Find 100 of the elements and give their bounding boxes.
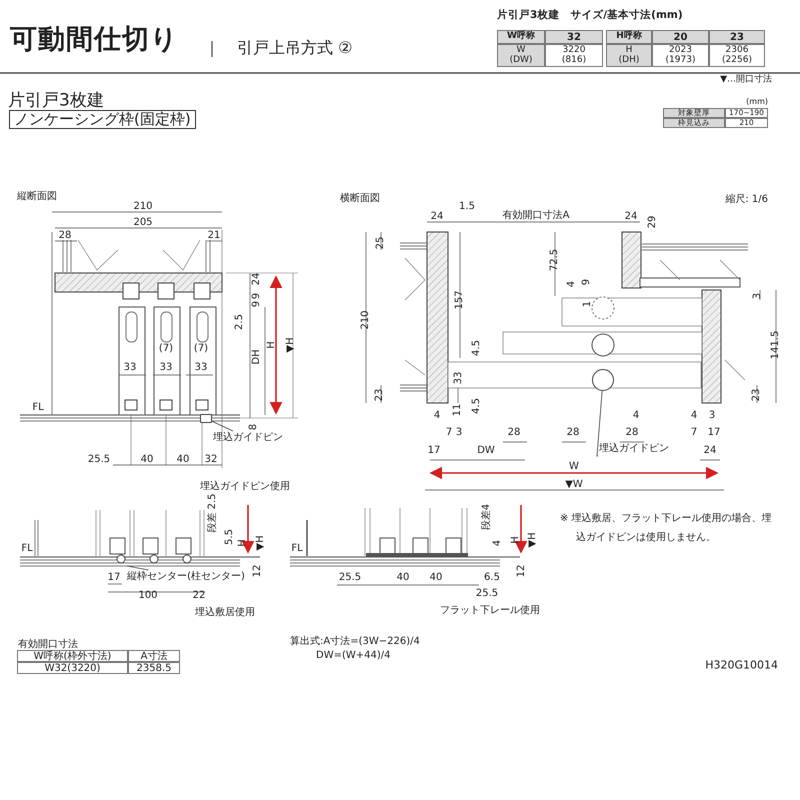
dimension-label: 28	[626, 428, 638, 438]
dimension-label: 40	[176, 455, 190, 465]
dimension-label: ▼H	[256, 535, 266, 551]
leader-line	[212, 420, 234, 432]
note-text: ※ 埋込敷居、フラット下レール使用の場合、埋込ガイドピンは使用しません。	[560, 512, 772, 545]
dimension-label: 5.5	[225, 529, 235, 545]
dimension-label: 17	[428, 446, 440, 456]
dimension-label: ▼H	[286, 337, 296, 353]
dimension-label: 埋込敷居使用	[195, 608, 255, 618]
dimension-label: ▼W	[565, 480, 583, 490]
dimension-label: H	[238, 539, 248, 547]
dimension-label: 3	[753, 292, 763, 300]
dimension-label: FL	[21, 544, 33, 554]
dimension-label: 24	[252, 272, 262, 286]
dimension-label: 40	[430, 573, 442, 583]
dimension-label: 1	[583, 300, 593, 308]
dimension-label: 22	[192, 591, 206, 601]
dimension-label: 埋込ガイドピン使用	[200, 482, 290, 492]
table-cell: W32(3220)	[17, 662, 128, 674]
dimension-label: 40	[396, 573, 410, 583]
dimension-label: ▼…開口寸法	[720, 76, 772, 84]
dimension-label: 28	[58, 231, 72, 241]
dimension-label: 157	[455, 290, 465, 310]
guide-pin-block	[200, 414, 212, 423]
dimension-label: 210	[133, 202, 153, 212]
dimension-label: (7)	[194, 344, 208, 354]
dimension-label: 23	[375, 388, 385, 402]
table-header-cell: H (DH)	[606, 44, 652, 67]
frame-type-label: ノンケーシング枠(固定枠)	[9, 110, 196, 129]
callout-text: 埋込ガイドピン	[212, 431, 284, 445]
dimension-label: 72.5	[550, 248, 560, 272]
table-cell: W呼称(枠外寸法)	[17, 650, 128, 662]
dimension-label: 段差4	[482, 504, 492, 530]
table-cell: 2358.5	[128, 662, 180, 674]
dimension-label: FL	[32, 403, 44, 413]
dimension-label: 25.5	[88, 455, 110, 465]
table-cell: 2023 (1973)	[652, 44, 709, 67]
table-header-cell: 23	[709, 30, 765, 44]
page-title: 可動間仕切り	[10, 26, 179, 53]
dimension-label: 12	[253, 564, 263, 578]
heading-text: 片引戸3枚建	[8, 92, 104, 110]
dimension-label: (mm)	[746, 98, 768, 106]
dimension-label: 4.5	[472, 340, 482, 356]
dimension-label: 24	[430, 212, 444, 222]
dimension-label: 6.5	[484, 573, 500, 583]
dimension-label: H	[511, 536, 521, 544]
dimension-label: 100	[138, 591, 158, 601]
dimension-label: (7)	[158, 344, 174, 354]
dimension-label: 33	[160, 363, 172, 373]
dimension-label: FL	[291, 544, 303, 554]
dimension-label: 4	[632, 411, 640, 421]
dimension-label: 25.5	[476, 589, 498, 599]
dimension-label: 17	[708, 428, 720, 438]
dimension-label: 有効開口寸法	[18, 640, 78, 650]
dimension-label: 7	[446, 428, 452, 438]
dimension-label: 33	[454, 372, 464, 384]
table-header-cell: W (DW)	[497, 44, 545, 67]
table-cell: 3220 (816)	[545, 44, 603, 67]
dimension-label: 28	[508, 428, 520, 438]
table-header-cell: 32	[545, 30, 603, 44]
dimension-label: 33	[194, 363, 208, 373]
leader-line	[126, 566, 149, 570]
dimension-label: 4	[434, 411, 440, 421]
dimension-label: H	[267, 341, 277, 349]
dimension-label: 11	[453, 404, 463, 416]
table-cell: 2306 (2256)	[709, 44, 765, 67]
dimension-label: 9	[252, 292, 262, 300]
dimension-label: フラット下レール使用	[440, 606, 540, 616]
dimension-label: 23	[752, 388, 762, 402]
dimension-label: 21	[208, 231, 220, 241]
dimension-label: 有効開口寸法A	[502, 211, 570, 221]
dimension-label: 29	[648, 216, 658, 228]
dimension-label: 4	[567, 280, 577, 288]
dimension-label: W	[569, 462, 579, 472]
dimension-label: ▼H	[528, 532, 538, 548]
table-header-cell: H呼称	[606, 30, 652, 44]
dimension-label: 24	[704, 446, 716, 456]
dimension-label: 28	[566, 428, 580, 438]
dimension-label: 縮尺: 1/6	[725, 195, 768, 205]
dimension-label: 算出式:A寸法=(3W−226)/4	[290, 637, 420, 647]
dimension-label: 段差 2.5	[208, 493, 218, 533]
dimension-label: DH	[252, 349, 262, 365]
dimension-label: 3	[456, 428, 462, 438]
callout-text: 縦枠センター(柱センター)	[123, 570, 249, 584]
dimension-label: 25	[376, 236, 386, 250]
dimension-label: 3	[708, 411, 716, 421]
dimension-label: 24	[624, 212, 638, 222]
dimension-label: 17	[108, 573, 120, 583]
dimension-label: 141.5	[771, 330, 781, 360]
dimension-label: DW=(W+44)/4	[316, 651, 390, 661]
table-header-cell: 20	[652, 30, 709, 44]
dimension-label: 40	[140, 455, 154, 465]
dimension-label: 縦断面図	[17, 192, 57, 202]
dimension-label: 8	[249, 424, 259, 430]
callout-text: 埋込ガイドピン	[598, 442, 670, 456]
dimension-label: 25.5	[338, 573, 362, 583]
dimension-label: 2.5	[235, 314, 245, 330]
dimension-label: 33	[124, 363, 136, 373]
dimension-label: 7	[690, 428, 698, 438]
dimension-label: 205	[133, 218, 153, 228]
